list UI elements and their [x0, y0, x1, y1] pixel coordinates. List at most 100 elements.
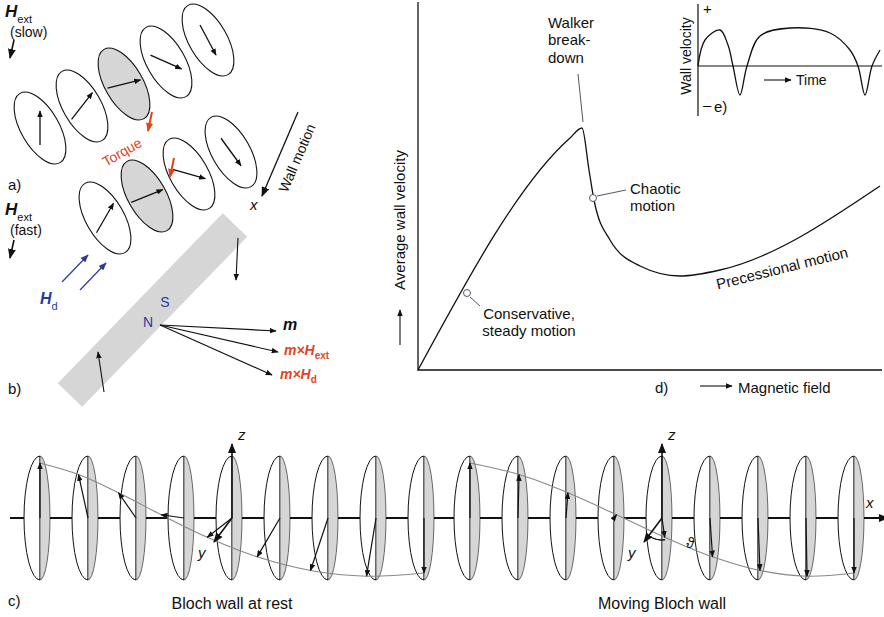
magnetization-arrow	[200, 25, 216, 55]
axis-label: y	[198, 544, 206, 561]
lamella-shade	[758, 456, 768, 580]
lamella	[360, 456, 376, 580]
lamella-shade	[424, 456, 434, 580]
field-arrow	[10, 40, 14, 58]
subscript: ext	[17, 13, 32, 26]
moment-vector	[160, 325, 276, 331]
velocity-curve	[418, 128, 880, 370]
wall-velocity-curve	[698, 28, 880, 95]
domain-wall-band	[58, 213, 247, 407]
panel-b	[10, 213, 278, 407]
magnetization-arrow	[161, 515, 184, 518]
field-symbol: H	[5, 2, 17, 22]
lamella	[172, 0, 245, 84]
field-symbol: H	[40, 290, 52, 308]
annotation: Walker break- down	[548, 14, 610, 66]
magnetization-arrow	[469, 463, 470, 518]
magnetization-arrow	[79, 475, 88, 518]
magnetization-arrow	[131, 190, 163, 203]
lamella	[694, 456, 710, 580]
lamella-shade	[854, 456, 864, 580]
magnetization-arrow	[236, 238, 238, 280]
panel-letter: c)	[8, 592, 21, 609]
leader-line	[578, 74, 583, 122]
lamella-shade	[280, 456, 290, 580]
panel-c-rest	[10, 444, 458, 580]
lamella-disc	[172, 0, 245, 84]
magnetization-arrow	[108, 80, 141, 88]
marker-point	[590, 195, 597, 202]
lamella	[195, 108, 268, 196]
panel-letter: e)	[714, 98, 727, 115]
magnetization-arrow	[614, 515, 617, 518]
lamella-shade	[662, 456, 672, 580]
lamella	[111, 152, 184, 240]
magnetization-arrow	[566, 493, 568, 518]
lamella-shade	[710, 456, 720, 580]
lamella	[24, 456, 40, 580]
marker-point	[464, 290, 471, 297]
lamella	[838, 456, 854, 580]
moment-symbol: m	[283, 316, 297, 334]
magnetization-arrow	[367, 518, 376, 576]
lamella	[646, 456, 662, 580]
magnetization-arrow	[806, 518, 807, 576]
magnetization-arrow	[72, 93, 93, 120]
magnetization-arrow	[173, 169, 206, 178]
lamella-shade	[566, 456, 576, 580]
torque-arrow	[170, 158, 174, 177]
caption: Bloch wall at rest	[172, 595, 293, 613]
magnetization-arrow	[310, 518, 328, 571]
lamella-shade	[88, 456, 98, 580]
y-axis	[214, 518, 232, 542]
lamella-shade	[40, 456, 50, 580]
annotation: Conservative, steady motion	[470, 305, 588, 340]
field-note: (slow)	[10, 24, 47, 40]
field-note: (fast)	[10, 222, 42, 238]
magnetization-arrow	[758, 518, 760, 571]
magnetization-arrow	[39, 111, 40, 145]
lamella	[598, 456, 614, 580]
lamella-disc	[111, 152, 184, 240]
axis-label: x	[866, 494, 874, 511]
panel-letter: b)	[8, 380, 21, 397]
lamella-shade	[184, 456, 194, 580]
magnetization-arrow	[518, 475, 519, 518]
axis-arrow	[700, 385, 732, 386]
lamella-shade	[136, 456, 146, 580]
leader-line	[470, 297, 480, 306]
magnetization-arrow	[423, 518, 424, 573]
magnetization-arrow	[98, 352, 104, 392]
lamella-shade	[232, 456, 242, 580]
lamella	[790, 456, 806, 580]
demag-field-arrow	[62, 255, 88, 282]
leader-line	[597, 190, 626, 196]
axis-title: Average wall velocity	[391, 150, 408, 290]
panel-d	[400, 2, 882, 386]
magnetization-arrow	[221, 138, 241, 166]
lamella	[312, 456, 328, 580]
lamella	[454, 456, 470, 580]
axis-arrow	[764, 79, 791, 80]
lamella-shade	[806, 456, 816, 580]
axis-label: z	[238, 426, 246, 443]
motion-label: Wall motion	[275, 121, 318, 194]
sign-label: –	[703, 96, 711, 113]
subscript: d	[52, 300, 58, 313]
field-arrow	[10, 240, 14, 258]
subscript: ext	[315, 350, 329, 362]
magnetization-arrow	[150, 55, 181, 69]
lamella	[120, 456, 136, 580]
torque-term: m×H	[284, 342, 315, 358]
lamella	[216, 456, 232, 580]
lamella-shade	[470, 456, 480, 580]
axes	[698, 4, 882, 116]
angle-label: ϑ	[686, 534, 694, 551]
torque-label: Torque	[99, 134, 144, 169]
demag-field-arrow	[80, 263, 106, 290]
lamella-shade	[518, 456, 528, 580]
sign-label: +	[703, 0, 712, 17]
panel-c-moving	[440, 444, 884, 580]
